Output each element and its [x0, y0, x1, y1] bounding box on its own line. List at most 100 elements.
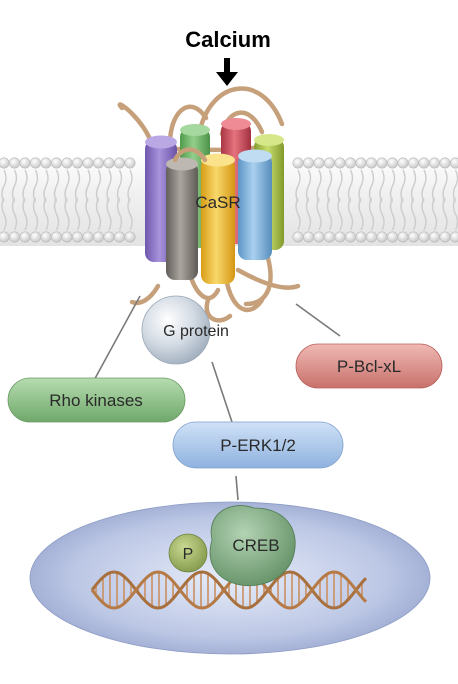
lipid-head: [344, 157, 356, 169]
lipid-head: [376, 231, 388, 243]
lipid-head: [124, 231, 136, 243]
lipid-head: [407, 231, 419, 243]
lipid-head: [50, 157, 62, 169]
lipid-tail: [379, 169, 385, 203]
dna-strand: [90, 570, 368, 610]
lipid-tail: [431, 197, 438, 231]
lipid-tail: [32, 169, 39, 203]
lipid-tail: [116, 197, 123, 231]
lipid-tail: [347, 197, 354, 231]
lipid-head: [29, 157, 41, 169]
g-protein: G protein: [141, 295, 229, 365]
receptor-front-loop: [172, 147, 208, 163]
lipid-tail: [452, 169, 458, 203]
lipid-tail: [127, 169, 133, 203]
lipid-head: [82, 231, 94, 243]
lipid-tail: [64, 169, 70, 203]
lipid-tail: [74, 169, 81, 203]
lipid-head: [103, 231, 115, 243]
lipid-head: [302, 231, 314, 243]
helix-gray: [166, 157, 198, 280]
lipid-tail: [326, 169, 333, 203]
g-protein-label: G protein: [163, 323, 229, 340]
lipid-tail: [85, 197, 91, 231]
down-arrow-icon: [216, 58, 238, 86]
connector-erk: [211, 361, 233, 423]
lipid-tail: [305, 169, 312, 203]
lipid-head: [9, 231, 20, 243]
lipid-head: [29, 231, 41, 243]
lipid-head: [365, 157, 377, 169]
lipid-head: [103, 157, 115, 169]
lipid-head: [302, 157, 314, 169]
lipid-tail: [379, 197, 385, 231]
lipid-head: [386, 231, 398, 243]
membrane-heads-bottom: [0, 231, 458, 243]
lipid-tail: [421, 169, 427, 203]
lipid-head: [439, 157, 451, 169]
lipid-tail: [400, 197, 406, 231]
lipid-tail: [74, 197, 81, 231]
lipid-head: [418, 231, 430, 243]
lipid-tail: [358, 197, 364, 231]
lipid-head: [397, 231, 409, 243]
lipid-tail: [1, 169, 7, 203]
lipid-head: [313, 231, 325, 243]
bcl-node: P-Bcl-xL: [295, 343, 443, 389]
signal-connectors: [91, 295, 341, 501]
membrane-heads-top: [0, 157, 458, 169]
lipid-tail: [295, 197, 301, 231]
connector-bcl: [295, 303, 341, 337]
lipid-tail: [421, 197, 427, 231]
lipid-head: [344, 231, 356, 243]
lipid-tail: [410, 169, 417, 203]
lipid-tail: [106, 197, 112, 231]
lipid-tail: [410, 197, 417, 231]
creb-label: CREB: [232, 536, 279, 555]
lipid-tail: [127, 197, 133, 231]
lipid-head: [61, 157, 73, 169]
rho-kinases-label: Rho kinases: [49, 391, 143, 410]
ligand-label: Calcium: [185, 27, 271, 52]
lipid-head: [0, 157, 10, 169]
lipid-head: [323, 157, 335, 169]
lipid-head: [355, 231, 367, 243]
lipid-tail: [32, 197, 39, 231]
lipid-head: [114, 157, 126, 169]
lipid-tail: [95, 197, 102, 231]
lipid-tail: [337, 197, 343, 231]
lipid-tail: [442, 197, 448, 231]
lipid-tail: [106, 169, 112, 203]
lipid-head: [124, 157, 136, 169]
connector-rho: [91, 295, 141, 385]
lipid-head: [450, 157, 458, 169]
lipid-tail: [1, 197, 7, 231]
lipid-head: [450, 231, 458, 243]
phospho-label: P: [183, 546, 194, 563]
dna-helix: [90, 570, 368, 610]
helix-yellow: [201, 153, 235, 284]
lipid-tail: [389, 169, 396, 203]
lipid-tail: [22, 169, 28, 203]
lipid-head: [19, 157, 31, 169]
helix-blue: [238, 149, 272, 260]
lipid-head: [19, 231, 31, 243]
lipid-tail: [64, 197, 70, 231]
nucleus: CREB P: [29, 501, 431, 655]
lipid-head: [72, 231, 84, 243]
lipid-head: [428, 157, 440, 169]
bcl-label: P-Bcl-xL: [337, 357, 401, 376]
lipid-tail: [43, 197, 49, 231]
creb-protein: CREB: [209, 505, 296, 587]
lipid-head: [428, 231, 440, 243]
erk-node: P-ERK1/2: [172, 421, 344, 469]
lipid-head: [292, 231, 304, 243]
lipid-tail: [400, 169, 406, 203]
lipid-tail: [358, 169, 364, 203]
lipid-head: [72, 157, 84, 169]
lipid-head: [93, 231, 105, 243]
lipid-head: [365, 231, 377, 243]
lipid-head: [93, 157, 105, 169]
lipid-tail: [116, 169, 123, 203]
lipid-tail: [316, 169, 322, 203]
